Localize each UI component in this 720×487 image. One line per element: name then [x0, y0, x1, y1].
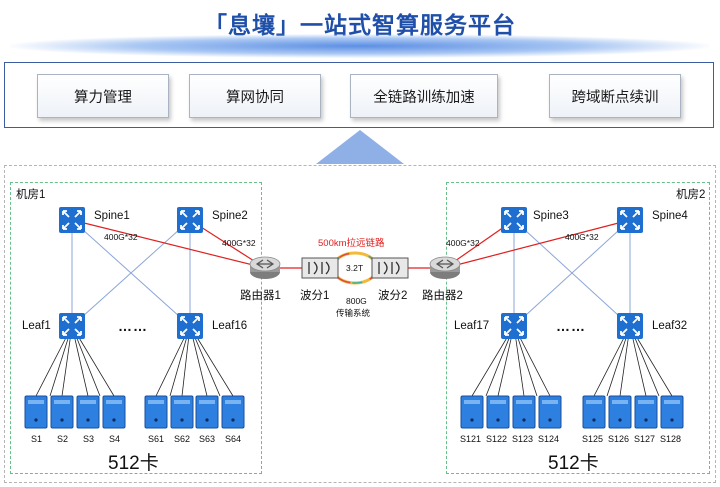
room1-label: 机房1	[16, 189, 46, 201]
server-label: S124	[538, 434, 560, 444]
room2-ellipsis: ……	[556, 318, 586, 334]
server-icon	[221, 395, 245, 429]
capacity-label: 3.2T	[346, 263, 364, 273]
spine3-switch-icon	[500, 206, 528, 234]
server-icon	[634, 395, 658, 429]
router2-label: 路由器2	[422, 290, 463, 302]
spine2-switch-icon	[176, 206, 204, 234]
system-label-1: 800G	[346, 296, 367, 306]
server-label: S64	[225, 434, 242, 444]
server-icon	[582, 395, 606, 429]
leaf1-switch-icon	[58, 312, 86, 340]
spine3-label: Spine3	[533, 210, 569, 222]
room2-box	[446, 182, 710, 474]
server-icon	[170, 395, 194, 429]
room1-bandwidth-b: 400G*32	[222, 238, 256, 248]
page-title: 「息壤」一站式智算服务平台	[204, 12, 516, 38]
server-label: S126	[608, 434, 630, 444]
server-icon	[608, 395, 632, 429]
router1-icon	[249, 256, 281, 280]
server-label: S61	[148, 434, 165, 444]
system-label-2: 传输系统	[336, 308, 371, 318]
server-icon	[144, 395, 168, 429]
function-network-collab[interactable]: 算网协同	[189, 74, 321, 118]
router1-label: 路由器1	[240, 290, 281, 302]
room2-card-count: 512卡	[548, 453, 599, 474]
server-label: S4	[109, 434, 121, 444]
server-label: S3	[83, 434, 95, 444]
room1-card-count: 512卡	[108, 453, 159, 474]
room2-label: 机房2	[676, 189, 706, 201]
room1-ellipsis: ……	[118, 318, 148, 334]
wave1-label: 波分1	[300, 290, 330, 302]
function-compute-management[interactable]: 算力管理	[37, 74, 169, 118]
leaf32-switch-icon	[616, 312, 644, 340]
server-icon	[195, 395, 219, 429]
spine1-switch-icon	[58, 206, 86, 234]
network-panel	[4, 165, 716, 483]
server-icon	[460, 395, 484, 429]
leaf32-label: Leaf32	[652, 320, 688, 332]
room1-bandwidth-a: 400G*32	[104, 232, 138, 242]
wave2-icon	[371, 257, 409, 279]
server-icon	[50, 395, 74, 429]
room2-bandwidth-b: 400G*32	[565, 232, 599, 242]
room1-spine-leaf-mesh	[71, 219, 191, 327]
room1-box	[10, 182, 262, 474]
function-bar: 算力管理 算网协同 全链路训练加速 跨域断点续训	[4, 62, 714, 128]
server-label: S1	[31, 434, 43, 444]
server-label: S127	[634, 434, 656, 444]
room2-bandwidth-a: 400G*32	[446, 238, 480, 248]
spine4-label: Spine4	[652, 210, 688, 222]
platform-beam-decoration	[316, 130, 404, 164]
server-label: S125	[582, 434, 604, 444]
function-resume-training[interactable]: 跨域断点续训	[549, 74, 681, 118]
wave2-label: 波分2	[378, 290, 408, 302]
server-label: S123	[512, 434, 534, 444]
server-label: S121	[460, 434, 482, 444]
leaf1-label: Leaf1	[22, 320, 51, 332]
server-icon	[102, 395, 126, 429]
server-label: S128	[660, 434, 682, 444]
server-icon	[24, 395, 48, 429]
server-icon	[538, 395, 562, 429]
server-label: S62	[174, 434, 191, 444]
spine1-label: Spine1	[94, 210, 130, 222]
server-icon	[512, 395, 536, 429]
server-icon	[660, 395, 684, 429]
server-label: S122	[486, 434, 508, 444]
leaf17-switch-icon	[500, 312, 528, 340]
spine2-label: Spine2	[212, 210, 248, 222]
server-icon	[486, 395, 510, 429]
router2-icon	[429, 256, 461, 280]
spine4-switch-icon	[616, 206, 644, 234]
server-icon	[76, 395, 100, 429]
leaf16-label: Leaf16	[212, 320, 248, 332]
leaf16-switch-icon	[176, 312, 204, 340]
function-training-accel[interactable]: 全链路训练加速	[350, 74, 498, 118]
server-label: S63	[199, 434, 216, 444]
distance-label: 500km拉远链路	[318, 238, 385, 249]
wave1-icon	[301, 257, 339, 279]
room2-spine-leaf-mesh	[513, 219, 631, 327]
leaf17-label: Leaf17	[454, 320, 490, 332]
server-label: S2	[57, 434, 69, 444]
title-glow-decoration	[10, 34, 710, 58]
